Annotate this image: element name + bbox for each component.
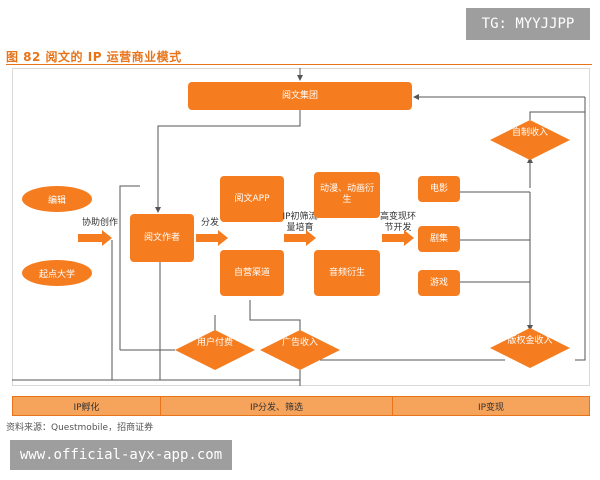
- edge-label-distribute: 分发: [200, 218, 219, 228]
- figure-title: 图 82 阅文的 IP 运营商业模式: [6, 50, 182, 64]
- node-copyright-income: 版权金收入: [507, 336, 553, 346]
- stage-monetization: IP变现: [477, 402, 505, 413]
- edge-label-ip-select: IP初筛流量培育: [282, 212, 318, 233]
- node-author: 阅文作者: [130, 214, 194, 262]
- node-user-pay: 用户付费: [196, 338, 233, 348]
- node-drama: 剧集: [418, 226, 460, 252]
- watermark-top: TG: MYYJJPP: [466, 8, 590, 40]
- watermark-bottom: www.official-ayx-app.com: [10, 440, 232, 470]
- node-app: 阅文APP: [220, 176, 284, 222]
- node-ad-income: 广告收入: [281, 338, 318, 348]
- stage-incubation: IP孵化: [13, 397, 161, 415]
- diamond-copyright-income: [490, 328, 570, 368]
- diamond-ad-income: [260, 330, 340, 370]
- stage-bar: IP孵化 IP分发、筛选 IP变现: [12, 396, 590, 416]
- node-anime: 动漫、动画衍生: [314, 172, 380, 218]
- node-film: 电影: [418, 176, 460, 202]
- node-qidian: 起点大学: [22, 260, 92, 286]
- node-self-channel: 自营渠道: [220, 250, 284, 296]
- node-group: 阅文集团: [188, 82, 412, 110]
- arrow-ip-select: [284, 230, 316, 246]
- diagram-frame: [12, 68, 590, 386]
- node-editor: 编辑: [22, 186, 92, 212]
- node-game: 游戏: [418, 270, 460, 296]
- arrow-assist: [78, 230, 112, 246]
- diamond-self-income: [490, 120, 570, 160]
- edge-label-monetize: 高变现环节开发: [379, 212, 416, 233]
- arrow-monetize: [382, 230, 414, 246]
- diamond-user-pay: [175, 330, 255, 370]
- stage-distribution: IP分发、筛选: [161, 397, 393, 415]
- arrow-distribute: [196, 230, 228, 246]
- source-note: 资料来源：Questmobile，招商证券: [6, 423, 154, 433]
- node-audio: 音频衍生: [314, 250, 380, 296]
- edge-label-assist: 协助创作: [81, 218, 118, 228]
- title-divider: [6, 64, 592, 65]
- node-self-income: 自制收入: [511, 128, 548, 138]
